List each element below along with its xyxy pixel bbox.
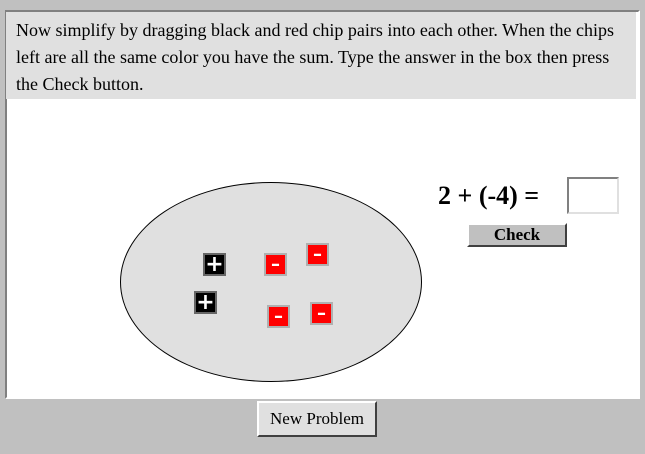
negative-chip[interactable]: – — [310, 302, 333, 325]
answer-input[interactable] — [567, 177, 619, 214]
chip-mat — [120, 182, 422, 382]
new-problem-button[interactable]: New Problem — [257, 401, 377, 437]
positive-chip[interactable]: + — [203, 253, 226, 276]
instructions-text: Now simplify by dragging black and red c… — [6, 12, 636, 99]
negative-chip[interactable]: – — [267, 305, 290, 328]
positive-chip[interactable]: + — [194, 291, 217, 314]
negative-chip[interactable]: – — [306, 243, 329, 266]
negative-chip[interactable]: – — [264, 253, 287, 276]
check-button[interactable]: Check — [467, 223, 567, 247]
equation-label: 2 + (-4) = — [438, 181, 540, 210]
work-area: + + – – – – 2 + (-4) = Check — [7, 100, 636, 394]
